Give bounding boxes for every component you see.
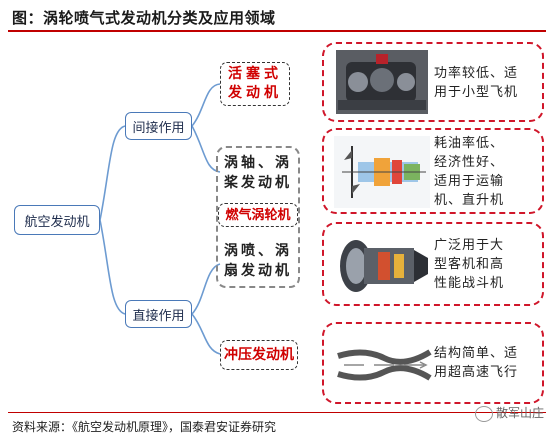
ramjet-node: 冲压发动机 (220, 340, 298, 370)
turbofan-desc-line: 性能战斗机 (434, 276, 505, 291)
turbofan-node: 涡喷、涡 扇发动机 (222, 240, 294, 282)
footer-rule (8, 412, 546, 413)
turboshaft-application-text: 耗油率低、 经济性好、 适用于运输 机、直升机 (434, 134, 504, 210)
turbofan-desc-line: 型客机和高 (434, 257, 505, 272)
turbofan-desc-line: 广泛用于大 (434, 238, 505, 253)
turboshaft-application-panel: 耗油率低、 经济性好、 适用于运输 机、直升机 (322, 128, 544, 214)
page-title: 图：涡轮喷气式发动机分类及应用领域 (12, 9, 276, 27)
root-node: 航空发动机 (14, 205, 100, 235)
wechat-icon (474, 405, 493, 422)
watermark-text: 散军山庄 (495, 406, 544, 420)
turboshaft-node: 涡轴、涡 桨发动机 (222, 152, 294, 194)
turbofan-application-text: 广泛用于大 型客机和高 性能战斗机 (434, 236, 504, 293)
piston-application-text: 功率较低、适 用于小型飞机 (434, 64, 518, 102)
connector-root-direct (99, 219, 126, 315)
piston-engine-photo (336, 50, 428, 114)
turboshaft-desc-line: 适用于运输 (434, 174, 505, 189)
piston-desc-line: 功率较低、适 (434, 66, 519, 81)
indirect-node: 间接作用 (125, 112, 192, 140)
piston-application-panel: 功率较低、适 用于小型飞机 (322, 42, 544, 122)
gas-turbine-node: 燃气涡轮机 (218, 203, 298, 227)
turbine-group (216, 146, 300, 288)
direct-node: 直接作用 (125, 300, 192, 328)
source-note: 资料来源：《航空发动机原理》，国泰君安证券研究 (12, 420, 277, 434)
ramjet-diagram (334, 338, 434, 390)
ramjet-desc-line: 结构简单、适 (434, 346, 519, 361)
ramjet-application-panel: 结构简单、适 用超高速飞行 (322, 322, 544, 404)
turboshaft-line2: 桨发动机 (224, 175, 292, 191)
piston-engine-node: 活塞式 发动机 (220, 62, 290, 106)
turbofan-cutaway (334, 230, 430, 300)
piston-desc-line: 用于小型飞机 (434, 85, 519, 100)
piston-line1: 活塞式 (228, 66, 282, 82)
turboshaft-diagram (334, 136, 430, 208)
turboshaft-desc-line: 经济性好、 (434, 155, 505, 170)
turbofan-application-panel: 广泛用于大 型客机和高 性能战斗机 (322, 222, 544, 306)
connector-indirect-piston (191, 83, 221, 127)
ramjet-application-text: 结构简单、适 用超高速飞行 (434, 344, 518, 382)
turboshaft-desc-line: 耗油率低、 (434, 136, 505, 151)
piston-line2: 发动机 (228, 85, 282, 101)
turboshaft-desc-line: 机、直升机 (434, 193, 505, 208)
turboshaft-line1: 涡轴、涡 (224, 155, 292, 171)
watermark: 散军山庄 (474, 404, 544, 422)
turbofan-line2: 扇发动机 (224, 263, 292, 279)
title-rule (8, 30, 546, 32)
ramjet-desc-line: 用超高速飞行 (434, 365, 519, 380)
connector-direct-ramjet (191, 313, 221, 355)
turbofan-line1: 涡喷、涡 (224, 243, 292, 259)
connector-root-indirect (99, 125, 126, 221)
